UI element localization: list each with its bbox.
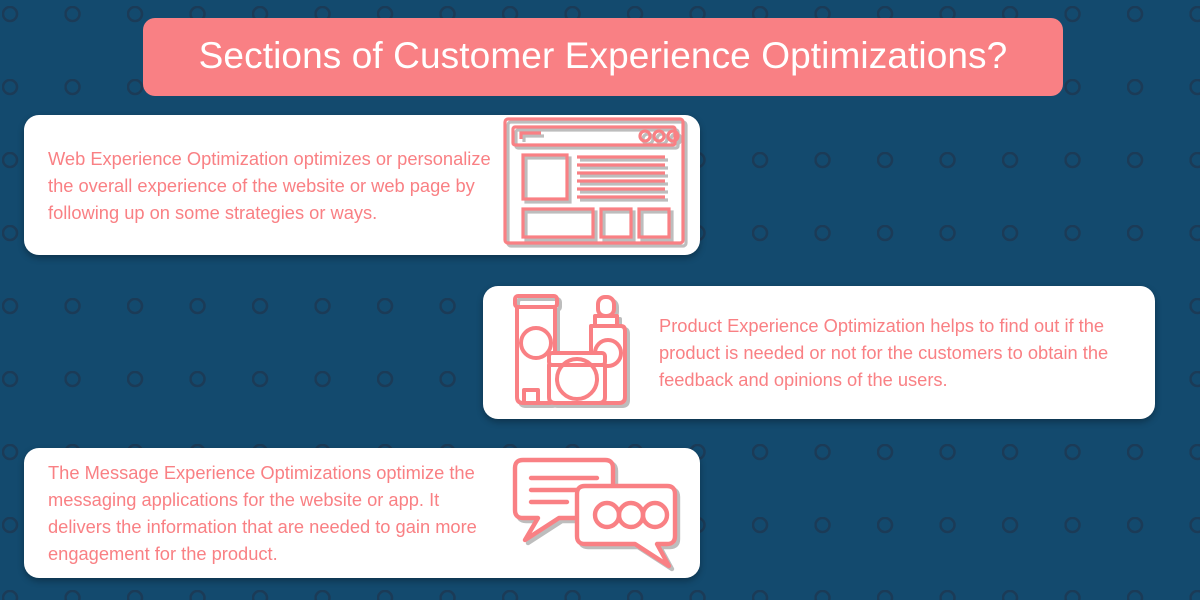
card-product-experience-text: Product Experience Optimization helps to… <box>659 315 1109 390</box>
card-web-experience-text: Web Experience Optimization optimizes or… <box>48 147 491 223</box>
card-message-experience-text: The Message Experience Optimizations opt… <box>48 462 477 564</box>
card-web-experience: Web Experience Optimization optimizes or… <box>24 115 700 255</box>
card-message-experience: The Message Experience Optimizations opt… <box>24 448 700 578</box>
chat-bubbles-icon <box>500 448 696 578</box>
page-title: Sections of Customer Experience Optimiza… <box>198 35 1008 76</box>
page-title-banner: Sections of Customer Experience Optimiza… <box>143 18 1063 96</box>
card-product-experience: Product Experience Optimization helps to… <box>483 286 1155 419</box>
cosmetic-products-icon <box>483 286 659 419</box>
browser-wireframe-icon <box>500 115 696 255</box>
